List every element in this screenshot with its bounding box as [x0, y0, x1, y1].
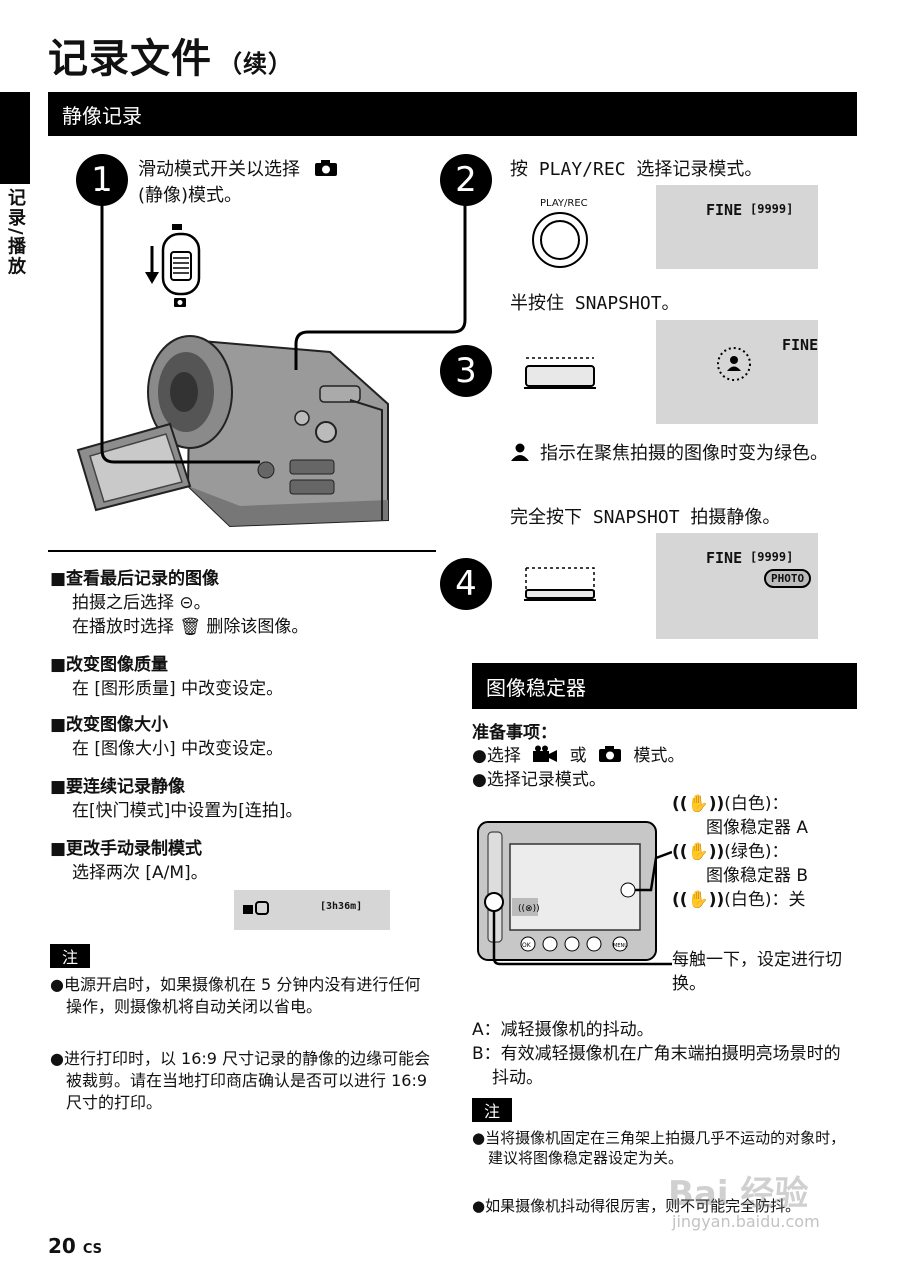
step-2-badge: 2	[440, 154, 492, 206]
manual-mode-icon	[243, 901, 269, 915]
step-4-badge: 4	[440, 558, 492, 610]
stab-label-b1: ((✋))(绿色)：	[672, 842, 789, 862]
note-left-item-1: ●电源开启时，如果摄像机在 5 分钟内没有进行任何操作，则摄像机将自动关闭以省电…	[50, 975, 421, 1016]
person-focus-icon	[511, 443, 529, 461]
prep-item-1: ●选择 或 模式。	[472, 745, 685, 766]
tips-divider	[48, 550, 436, 552]
stab-label-off: ((✋))(白色)：关	[672, 890, 806, 910]
side-tab	[0, 92, 30, 184]
lcd-screen-step3: FINE	[656, 320, 818, 424]
note-left-item-2: ●进行打印时，以 16:9 尺寸记录的静像的边缘可能会被裁剪。请在当地打印商店确…	[50, 1049, 431, 1112]
ab-note-b: B：有效减轻摄像机在广角末端拍摄明亮场景时的抖动。	[472, 1044, 841, 1088]
svg-text:((⊗)): ((⊗))	[518, 904, 540, 914]
prep-title: 准备事项：	[472, 723, 557, 743]
note-right-item-1: ●当将摄像机固定在三角架上拍摄几乎不运动的对象时，建议将图像稳定器设定为关。	[472, 1129, 846, 1167]
ab-note-a: A：减轻摄像机的抖动。	[472, 1020, 654, 1040]
lcd-panel-illustration: ((⊗)) OK MENU	[477, 821, 672, 966]
lcd-ok-label: OK	[522, 942, 532, 949]
mode-switch-illustration	[145, 224, 201, 307]
note-left-tag: 注	[50, 944, 90, 968]
step-1-text: 滑动模式开关以选择	[138, 158, 338, 182]
lcd-screen-step4: FINE [9999] PHOTO	[656, 533, 818, 639]
note-right-tag: 注	[472, 1098, 512, 1122]
camcorder-illustration	[76, 335, 389, 528]
step-3-note: 指示在聚焦拍摄的图像时变为绿色。	[510, 442, 840, 466]
stab-touch-note: 每触一下，设定进行切换。	[672, 950, 842, 994]
leader-lines	[100, 190, 467, 464]
lcd-menu-label: MENU	[613, 943, 628, 949]
tip-4-title: ■要连续记录静像	[50, 777, 186, 797]
tip-2-title: ■改变图像质量	[50, 655, 169, 675]
camera-icon	[314, 160, 337, 176]
stab-label-a2: 图像稳定器 A	[706, 818, 809, 838]
tip-5-title: ■更改手动录制模式	[50, 839, 203, 859]
snapshot-full-press-illustration	[524, 567, 596, 601]
stab-label-b2: 图像稳定器 B	[706, 866, 809, 886]
side-label: 记录/播放	[5, 188, 26, 277]
step-2-text: 按 PLAY/REC 选择记录模式。	[510, 159, 763, 180]
tip-3-line-1: 在 [图像大小] 中改变设定。	[72, 739, 284, 759]
page-title: 记录文件（续）	[48, 36, 293, 82]
focus-indicator-icon	[717, 347, 751, 381]
lcd-screen-step2: FINE [9999]	[656, 185, 818, 269]
play-rec-button-illustration	[532, 212, 588, 268]
note-right-item-2: ●如果摄像机抖动得很厉害，则不可能完全防抖。	[472, 1197, 801, 1215]
tip-2-line-1: 在 [图形质量] 中改变设定。	[72, 679, 284, 699]
stab-label-a1: ((✋))(白色)：	[672, 794, 789, 814]
tip-1-line-2: 在播放时选择 🗑 删除该图像。	[72, 617, 309, 637]
tip-1-line-1: 拍摄之后选择 ⊝。	[72, 593, 211, 613]
section-bar-stabilizer: 图像稳定器	[472, 663, 857, 709]
page-number: 20 CS	[48, 1234, 102, 1258]
watermark-logo: Bai 经验	[668, 1174, 809, 1214]
watermark-url: jingyan.baidu.com	[672, 1212, 820, 1231]
tip-1-title: ■查看最后记录的图像	[50, 569, 220, 589]
tip-4-line-1: 在[快门模式]中设置为[连拍]。	[72, 801, 303, 821]
tip-5-line-1: 选择两次 [A/M]。	[72, 863, 208, 883]
step-4-text: 完全按下 SNAPSHOT 拍摄静像。	[510, 507, 781, 528]
still-mode-icon	[599, 746, 622, 762]
snapshot-half-press-illustration	[524, 357, 596, 389]
prep-item-2: ●选择记录模式。	[472, 770, 606, 790]
play-rec-label: PLAY/REC	[540, 198, 588, 209]
video-mode-icon	[533, 745, 558, 762]
step-3-text: 半按住 SNAPSHOT。	[510, 293, 680, 314]
stab-off-icon: ((✋))	[672, 890, 725, 910]
stab-a-icon: ((✋))	[672, 794, 725, 814]
step-1-text-2: (静像)模式。	[138, 185, 243, 206]
tip-3-title: ■改变图像大小	[50, 715, 169, 735]
step-3-badge: 3	[440, 345, 492, 397]
stab-b-icon: ((✋))	[672, 842, 725, 862]
section-bar-static: 静像记录	[48, 92, 857, 136]
mini-osd-screen: [3h36m]	[234, 890, 390, 930]
